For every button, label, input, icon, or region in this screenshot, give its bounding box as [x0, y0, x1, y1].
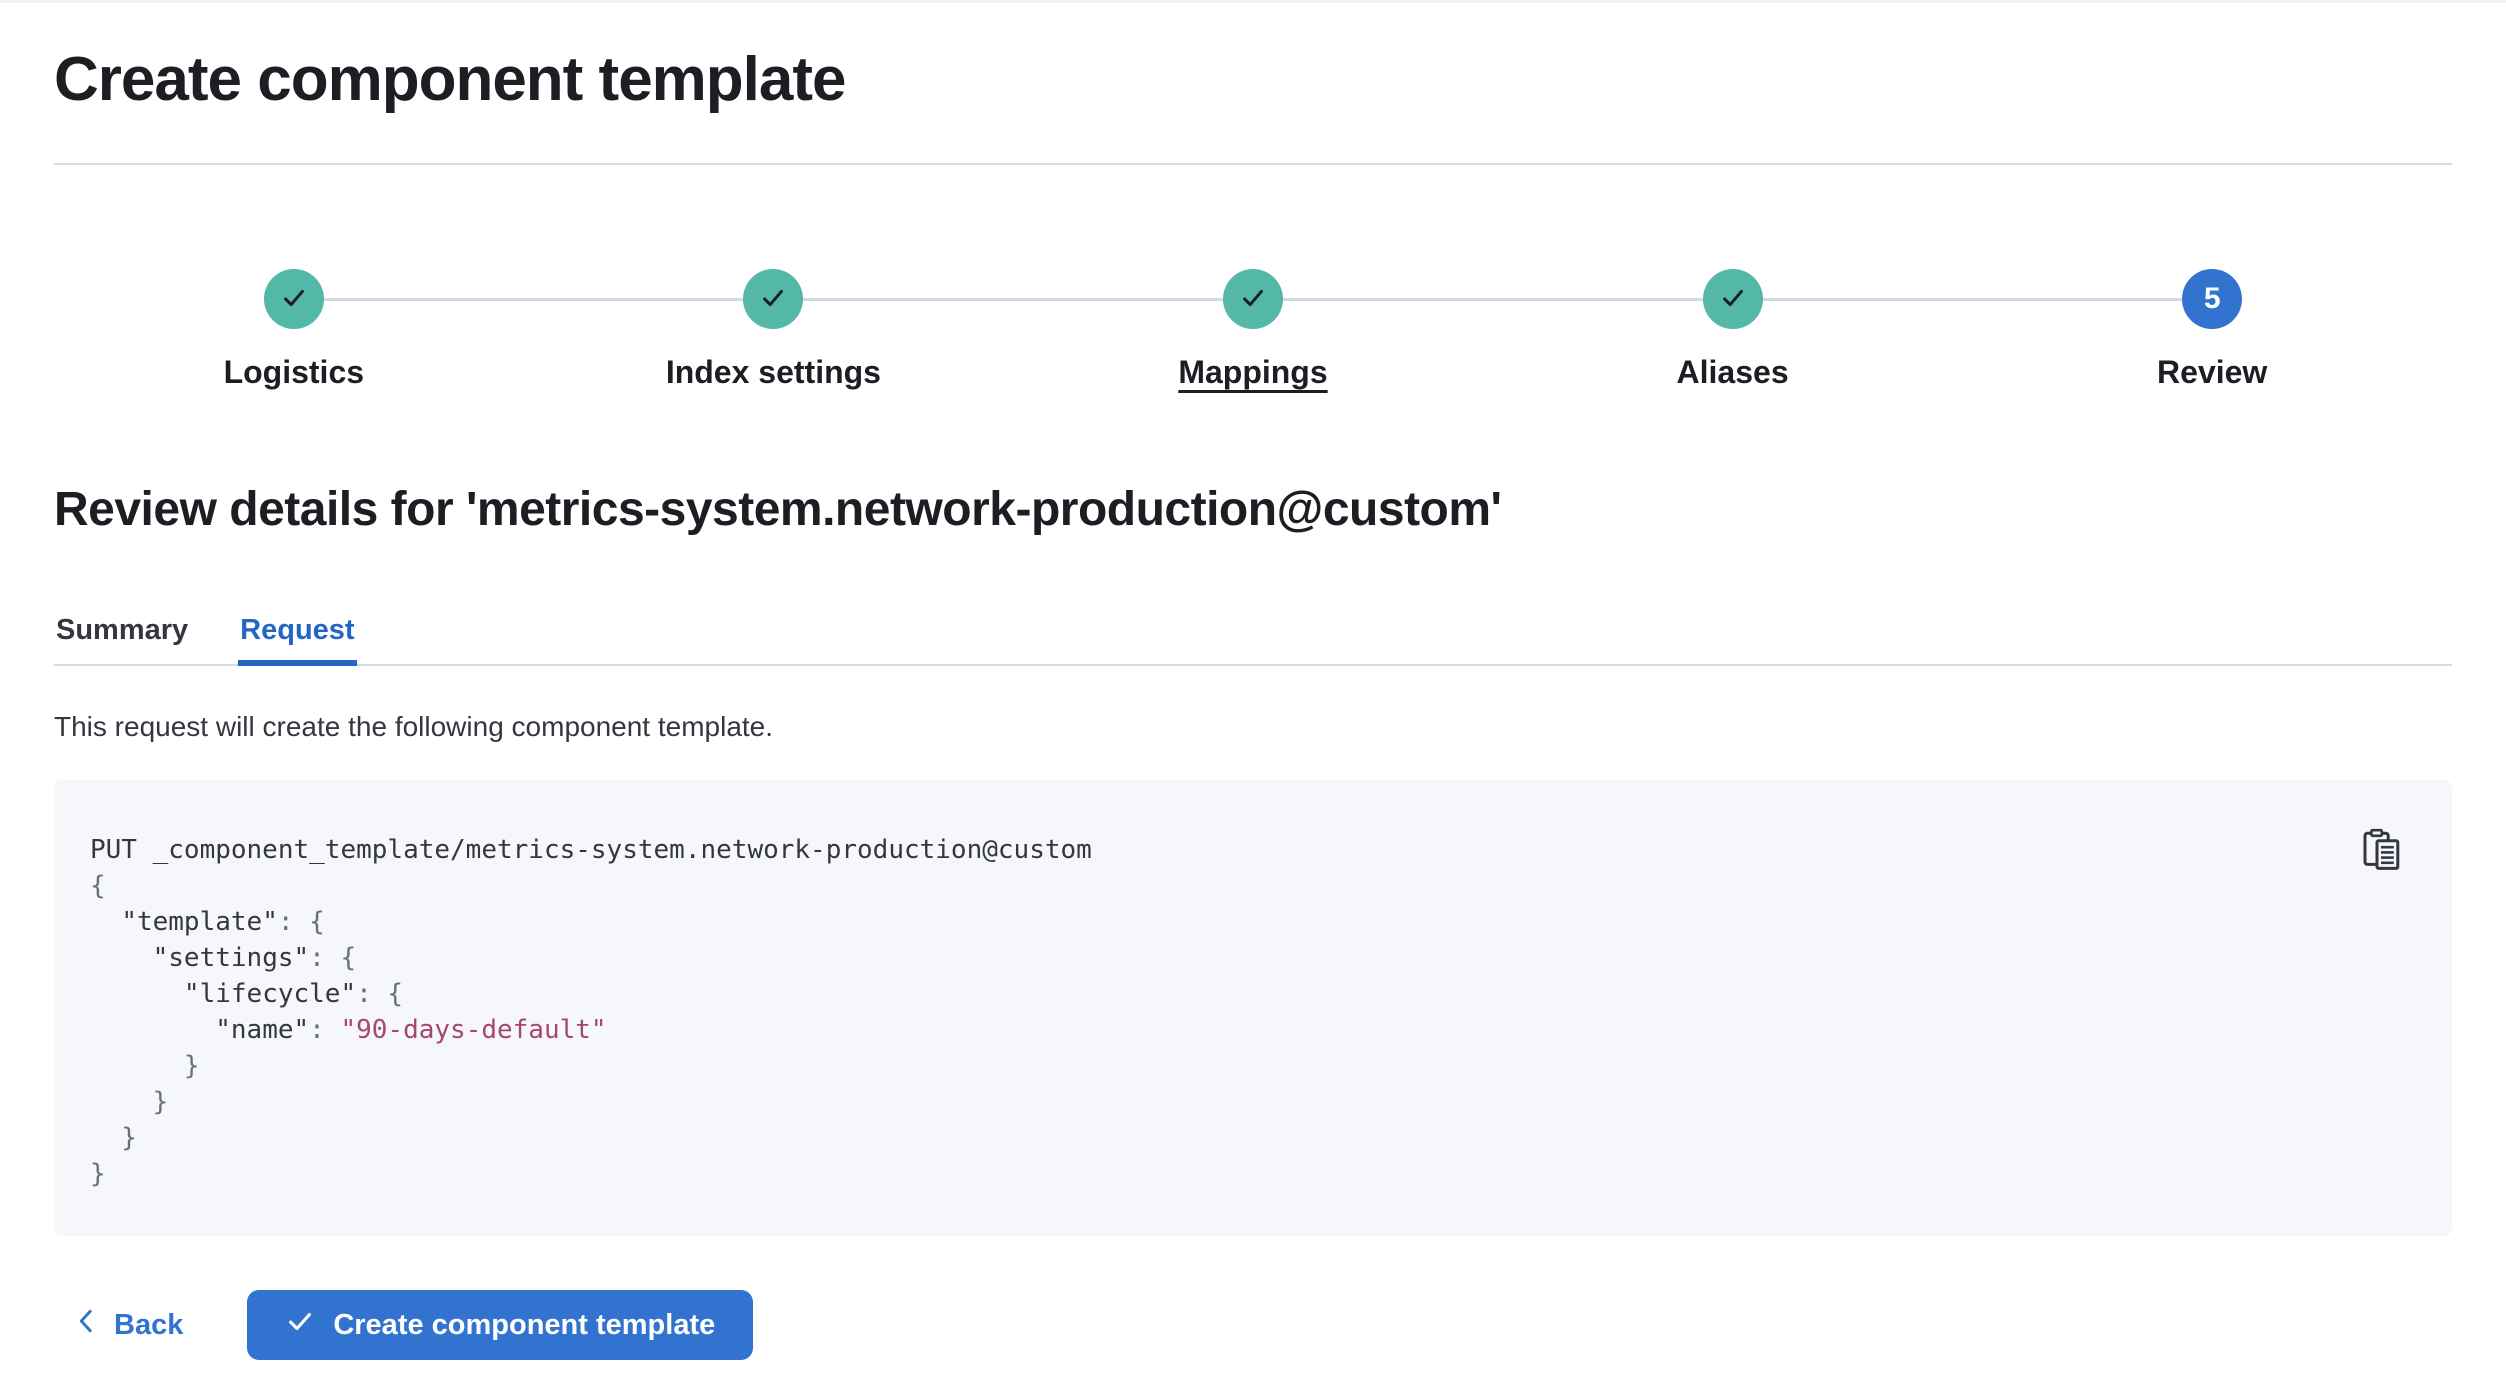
submit-button-label: Create component template — [333, 1308, 716, 1341]
copy-clipboard-icon — [2363, 828, 2401, 875]
step-complete-circle — [1222, 269, 1283, 329]
step-complete-circle — [1702, 269, 1763, 329]
code-line: "template": { — [121, 907, 325, 937]
code-line: "settings": { — [152, 943, 357, 973]
code-line: PUT _component_template/metrics-system.n… — [90, 835, 1092, 865]
step-label: Logistics — [223, 354, 365, 390]
check-icon — [1718, 283, 1748, 316]
code-line: } — [90, 1087, 169, 1117]
request-description: This request will create the following c… — [54, 711, 774, 742]
footer-actions: Back Create component template — [54, 1290, 2452, 1360]
code-content: PUT _component_template/metrics-system.n… — [90, 832, 2332, 1192]
tab-summary[interactable]: Summary — [54, 613, 190, 664]
check-icon — [279, 283, 309, 316]
page-title: Create component template — [54, 45, 847, 114]
title-divider — [54, 163, 2452, 165]
check-icon — [1238, 283, 1268, 316]
step-complete-circle — [263, 269, 324, 329]
request-code-panel: PUT _component_template/metrics-system.n… — [54, 780, 2452, 1236]
code-line: "lifecycle": { — [183, 979, 404, 1009]
chevron-left-icon — [74, 1308, 100, 1342]
code-line: } — [90, 1159, 106, 1189]
step-complete-circle — [743, 269, 804, 329]
create-component-template-button[interactable]: Create component template — [247, 1290, 754, 1360]
review-heading: Review details for 'metrics-system.netwo… — [54, 483, 1502, 536]
tabs: Summary Request — [54, 613, 2452, 666]
step-label: Mappings — [1178, 354, 1328, 390]
step-logistics[interactable]: Logistics — [54, 269, 534, 391]
step-label: Index settings — [665, 354, 881, 390]
check-icon — [758, 283, 788, 316]
back-button[interactable]: Back — [74, 1308, 183, 1342]
back-button-label: Back — [114, 1308, 184, 1341]
check-icon — [285, 1306, 315, 1344]
code-line: } — [90, 1051, 200, 1081]
step-review[interactable]: 5 Review — [1972, 269, 2452, 391]
code-line: { — [90, 871, 106, 901]
step-aliases[interactable]: Aliases — [1492, 269, 1973, 391]
tab-request[interactable]: Request — [238, 613, 358, 666]
stepper: Logistics Index settings Mappings — [54, 269, 2452, 391]
page-content: Create component template Logistics Inde… — [54, 3, 2452, 1360]
step-label: Aliases — [1676, 354, 1789, 390]
step-number: 5 — [2203, 282, 2221, 315]
copy-to-clipboard-button[interactable] — [2362, 828, 2402, 874]
code-line: } — [90, 1123, 137, 1153]
code-line: "name": "90-days-default" — [215, 1015, 607, 1045]
step-current-circle: 5 — [2182, 269, 2243, 329]
step-label: Review — [2157, 354, 2268, 390]
step-index-settings[interactable]: Index settings — [533, 269, 1014, 391]
step-mappings[interactable]: Mappings — [1013, 269, 1493, 391]
